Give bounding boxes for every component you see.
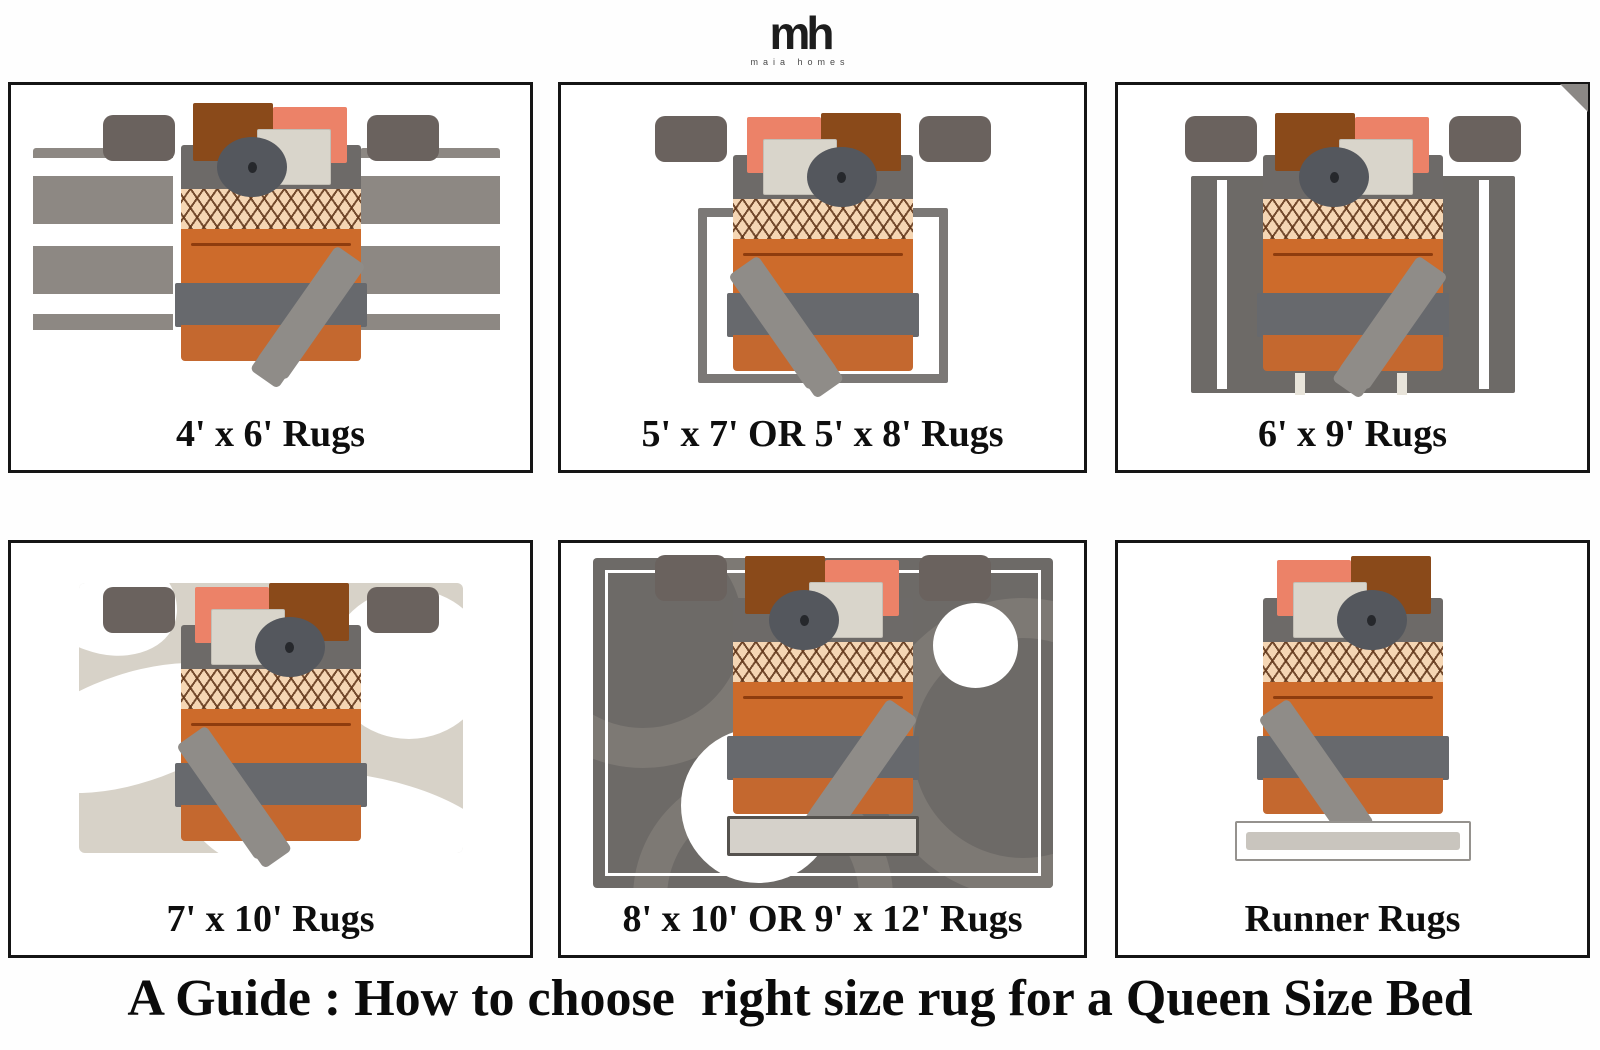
bed-top-view xyxy=(726,113,919,399)
duvet-seam xyxy=(742,253,903,256)
duvet-seam xyxy=(1272,253,1433,256)
sheet-crosshatch-band xyxy=(1262,642,1443,684)
bed-top-view xyxy=(1256,113,1449,399)
rug-white-circle xyxy=(932,603,1018,688)
panel-5x7-5x8-rugs: 5' x 7' OR 5' x 8' Rugs xyxy=(558,82,1087,473)
nightstand-right xyxy=(918,555,991,601)
pillow-button xyxy=(1366,615,1376,626)
panel-4x6-rugs: 4' x 6' Rugs xyxy=(8,82,533,473)
pillow-round xyxy=(768,590,839,650)
panel-caption-6x9: 6' x 9' Rugs xyxy=(1258,413,1447,456)
panel-caption-runner: Runner Rugs xyxy=(1244,898,1461,941)
bed-top-view xyxy=(174,103,367,389)
pillow-round xyxy=(1336,590,1407,650)
bed-top-view xyxy=(174,583,367,869)
nightstand-right xyxy=(918,116,991,162)
bed-top-view xyxy=(726,556,919,842)
nightstand-right xyxy=(1448,116,1521,162)
pillow-button xyxy=(247,162,257,173)
page-title: A Guide : How to choose right size rug f… xyxy=(127,970,1473,1027)
folded-corner-decoration xyxy=(1560,84,1588,112)
nightstand-right xyxy=(366,587,439,633)
duvet-seam xyxy=(190,243,351,246)
scene-6x9 xyxy=(1118,85,1587,412)
pillow-round xyxy=(1298,147,1369,207)
rug-white-stripe-right xyxy=(1478,180,1489,389)
brand-logo: mh maia homes xyxy=(0,10,1600,67)
bed-top-view xyxy=(1256,556,1449,842)
scene-5x7 xyxy=(561,85,1084,412)
duvet-seam xyxy=(1272,696,1433,699)
scene-8x10 xyxy=(561,543,1084,897)
sheet-crosshatch-band xyxy=(1262,199,1443,241)
pillow-round xyxy=(806,147,877,207)
nightstand-left xyxy=(102,587,175,633)
panel-6x9-rugs: 6' x 9' Rugs xyxy=(1115,82,1590,473)
pillow-round xyxy=(254,617,325,677)
scene-runner xyxy=(1118,543,1587,897)
pillow-button xyxy=(799,615,809,626)
sheet-crosshatch-band xyxy=(732,642,913,684)
duvet-seam xyxy=(190,723,351,726)
pillow-round xyxy=(216,137,287,197)
sheet-crosshatch-band xyxy=(732,199,913,241)
pillow-button xyxy=(836,172,846,183)
bed-leg-right xyxy=(1396,373,1407,395)
nightstand-left xyxy=(1184,116,1257,162)
sheet-crosshatch-band xyxy=(180,189,361,231)
brand-monogram: mh xyxy=(769,7,835,59)
brand-name: maia homes xyxy=(750,57,850,67)
panel-7x10-rugs: 7' x 10' Rugs xyxy=(8,540,533,958)
runner-rug xyxy=(1234,821,1471,861)
panel-runner-rugs: Runner Rugs xyxy=(1115,540,1590,958)
nightstand-right xyxy=(366,115,439,161)
striped-rug-left xyxy=(33,148,173,348)
pillow-button xyxy=(1329,172,1339,183)
striped-rug-right xyxy=(360,148,500,348)
panel-8x10-9x12-rugs: 8' x 10' OR 9' x 12' Rugs xyxy=(558,540,1087,958)
nightstand-left xyxy=(102,115,175,161)
sheet-crosshatch-band xyxy=(180,669,361,711)
panel-caption-5x7-5x8: 5' x 7' OR 5' x 8' Rugs xyxy=(641,413,1004,456)
runner-rug-bar xyxy=(1245,832,1460,850)
panel-caption-7x10: 7' x 10' Rugs xyxy=(166,898,375,941)
duvet-seam xyxy=(742,696,903,699)
bed-leg-left xyxy=(1294,373,1305,395)
nightstand-left xyxy=(654,116,727,162)
nightstand-left xyxy=(654,555,727,601)
rug-white-stripe-left xyxy=(1216,180,1227,389)
foot-bench xyxy=(726,816,919,856)
pillow-button xyxy=(284,642,294,653)
scene-4x6 xyxy=(11,85,530,412)
panel-caption-4x6: 4' x 6' Rugs xyxy=(176,413,365,456)
scene-7x10 xyxy=(11,543,530,897)
panel-caption-8x10-9x12: 8' x 10' OR 9' x 12' Rugs xyxy=(622,898,1023,941)
